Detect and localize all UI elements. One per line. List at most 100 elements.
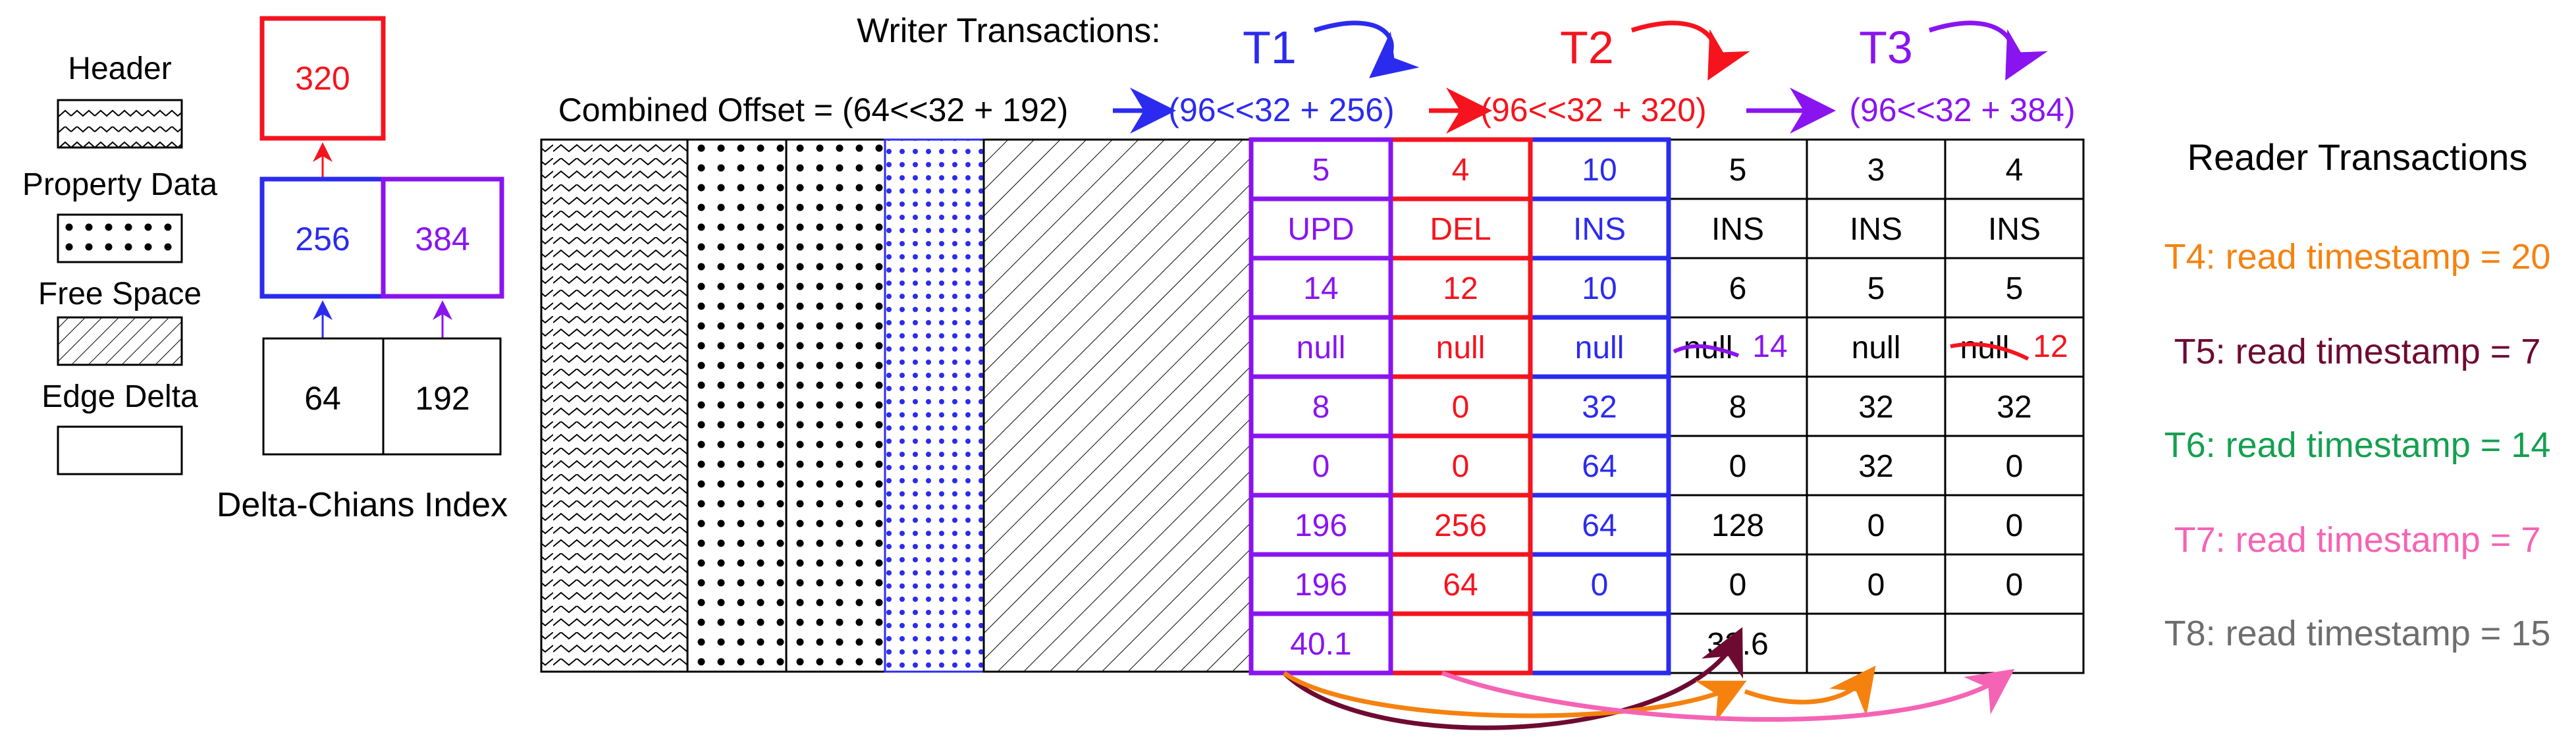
writer-t2-loop-arrow <box>1630 20 1750 81</box>
combined-offset-label: Combined Offset = (64<<32 + 192) <box>558 92 1069 128</box>
table-cell-col2-row4: 32 <box>1582 390 1617 425</box>
table-cell-col5-row4: 32 <box>1997 390 2031 425</box>
writer-transactions: Writer Transactions: T1 T2 T3 Combined O… <box>558 12 2076 134</box>
table-cell-col3-row4: 8 <box>1729 390 1747 425</box>
writer-t2-label: T2 <box>1560 22 1614 73</box>
table-cell-col4-row6: 0 <box>1867 508 1885 543</box>
table-cell-col1-row0: 4 <box>1452 153 1470 188</box>
page-free-space-segment <box>982 138 1252 673</box>
table-cell-col1-row3: null <box>1436 331 1486 365</box>
delta-chains-index: 320 256 384 64 192 Delta-Chians Index <box>217 16 508 524</box>
table-cell-border <box>1806 612 1946 674</box>
table-cell-border <box>1388 611 1533 676</box>
reader-arrow-pink <box>1441 668 2015 722</box>
index-bottom-right-value: 192 <box>415 380 470 417</box>
table-cell-col0-row7: 196 <box>1295 568 1347 603</box>
col5-override-value: 12 <box>2033 329 2068 364</box>
table-cell-col5-row0: 4 <box>2006 153 2024 188</box>
table-cell-col4-row0: 3 <box>1867 153 1885 188</box>
reader-arrow-maroon <box>1282 627 1743 730</box>
legend-edge-swatch <box>57 425 183 475</box>
index-mid-left-value: 256 <box>295 221 350 257</box>
page-property-segment-new <box>884 138 985 673</box>
reader-transactions: Reader Transactions T4: read timestamp =… <box>2164 136 2551 653</box>
table-cell-col2-row5: 64 <box>1582 449 1617 484</box>
reader-arrow-orange-2 <box>1744 665 1876 716</box>
legend-free-label: Free Space <box>38 277 201 311</box>
index-bottom-left-box <box>262 337 385 456</box>
table-cell-col1-row6: 256 <box>1434 508 1487 543</box>
index-caption: Delta-Chians Index <box>217 486 508 524</box>
reader-t5: T5: read timestamp = 7 <box>2174 332 2541 371</box>
col3-override-value: 14 <box>1752 329 1787 364</box>
table-cell-col3-row7: 0 <box>1729 568 1747 603</box>
table-cell-border <box>1248 611 1393 676</box>
table-cell-col1-row1: DEL <box>1430 212 1491 247</box>
table-cell-col4-row7: 0 <box>1867 568 1885 603</box>
table-cell-col1-row7: 64 <box>1443 568 1478 603</box>
table-cell-col4-row3: null <box>1852 331 1901 365</box>
index-mid-right-box <box>381 176 504 299</box>
table-cell-col3-row0: 5 <box>1729 153 1747 188</box>
table-cell-col0-row5: 0 <box>1312 449 1330 484</box>
reader-t8: T8: read timestamp = 15 <box>2164 614 2551 653</box>
table-cell-col3-row2: 6 <box>1729 271 1747 306</box>
index-mid-left-box <box>259 176 386 299</box>
reader-arrow-orange-1 <box>1282 671 1747 722</box>
legend-property-label: Property Data <box>22 167 217 202</box>
table-cell-col3-row8: 32.6 <box>1707 627 1768 662</box>
reader-t6: T6: read timestamp = 14 <box>2164 425 2551 465</box>
legend-header-swatch <box>57 99 183 149</box>
index-bottom-right-box <box>382 337 502 456</box>
table-cell-col5-row2: 5 <box>2006 271 2024 306</box>
table-cell-border <box>1944 612 2085 674</box>
writer-t3-label: T3 <box>1859 22 1913 73</box>
table-cell-col2-row6: 64 <box>1582 508 1617 543</box>
writer-t1-label: T1 <box>1243 22 1297 73</box>
page-block <box>540 138 1252 673</box>
writer-title: Writer Transactions: <box>857 12 1160 50</box>
table-cell-border <box>1528 611 1671 676</box>
table-cell-col0-row4: 8 <box>1312 390 1330 425</box>
reader-title: Reader Transactions <box>2187 136 2528 178</box>
table-cell-col0-row2: 14 <box>1303 271 1338 306</box>
table-cell-col4-row1: INS <box>1850 212 1902 247</box>
index-bottom-left-value: 64 <box>304 380 341 417</box>
page-property-segment-2 <box>785 138 886 673</box>
offset-t2-value: (96<<32 + 320) <box>1480 92 1706 128</box>
table-cell-col1-row2: 12 <box>1443 271 1478 306</box>
table-cell-col3-row1: INS <box>1711 212 1764 247</box>
legend-header-label: Header <box>68 51 171 86</box>
table-cell-col5-row5: 0 <box>2006 449 2024 484</box>
table-cell-col1-row5: 0 <box>1452 449 1470 484</box>
strike-col5-null <box>1950 342 2029 361</box>
table-cell-col3-row6: 128 <box>1711 508 1764 543</box>
index-mid-right-value: 384 <box>415 221 470 257</box>
page-header-segment <box>540 138 689 673</box>
table-cell-col0-row8: 40.1 <box>1290 627 1351 662</box>
index-top-box <box>259 16 386 141</box>
table-cell-col1-row4: 0 <box>1452 390 1470 425</box>
writer-t3-loop-arrow <box>1928 20 2048 81</box>
edge-delta-table: 5UPD14null8019619640.14DEL12null00256641… <box>1248 137 2085 676</box>
table-cell-col2-row1: INS <box>1573 212 1626 247</box>
table-cell-col5-row1: INS <box>1988 212 2041 247</box>
offset-t1-value: (96<<32 + 256) <box>1168 92 1394 128</box>
table-cell-col0-row1: UPD <box>1287 212 1354 247</box>
table-cell-col2-row0: 10 <box>1582 153 1617 188</box>
table-cell-col2-row3: null <box>1575 331 1624 365</box>
index-top-value: 320 <box>295 60 350 97</box>
table-cell-col3-row5: 0 <box>1729 449 1747 484</box>
table-cell-col4-row5: 32 <box>1858 449 1893 484</box>
reader-arrows <box>1282 627 2015 730</box>
table-cell-col0-row6: 196 <box>1295 508 1347 543</box>
strike-col3-null <box>1673 344 1740 358</box>
legend: Header Property Data Free Space Edge Del… <box>22 51 217 475</box>
table-cell-col5-row6: 0 <box>2006 508 2024 543</box>
legend-edge-label: Edge Delta <box>41 379 198 414</box>
table-cell-col4-row2: 5 <box>1867 271 1885 306</box>
table-cell-col4-row4: 32 <box>1858 390 1893 425</box>
table-cell-col2-row7: 0 <box>1591 568 1609 603</box>
